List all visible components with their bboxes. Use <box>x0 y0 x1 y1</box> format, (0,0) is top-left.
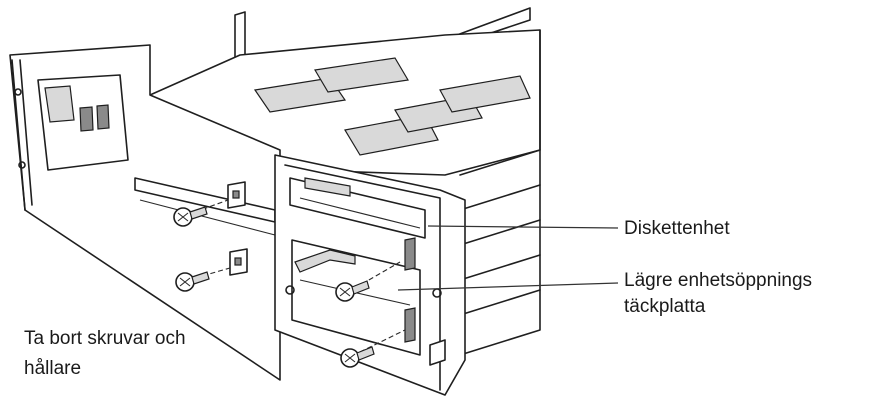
remove-screws-label-line1: Ta bort skruvar och <box>24 328 186 349</box>
bracket-icon <box>227 181 246 209</box>
screw-icon <box>335 261 401 302</box>
screw-icon <box>175 267 231 292</box>
rear-panel <box>9 44 281 381</box>
floppy-drive-leader <box>427 225 619 229</box>
lower-bay-cover-label-line1: Lägre enhetsöppnings <box>624 270 813 291</box>
floppy-drive <box>289 177 426 239</box>
front-frame <box>274 154 466 396</box>
remove-screws-label-line2: hållare <box>24 358 82 379</box>
floppy-drive-label: Diskettenhet <box>624 218 730 239</box>
bracket-icon <box>229 248 248 276</box>
screw-icon <box>340 329 406 368</box>
lower-bay-cover-label-line2: täckplatta <box>624 296 706 317</box>
cover-plate-leader <box>397 282 619 291</box>
screw-icon <box>173 199 229 227</box>
